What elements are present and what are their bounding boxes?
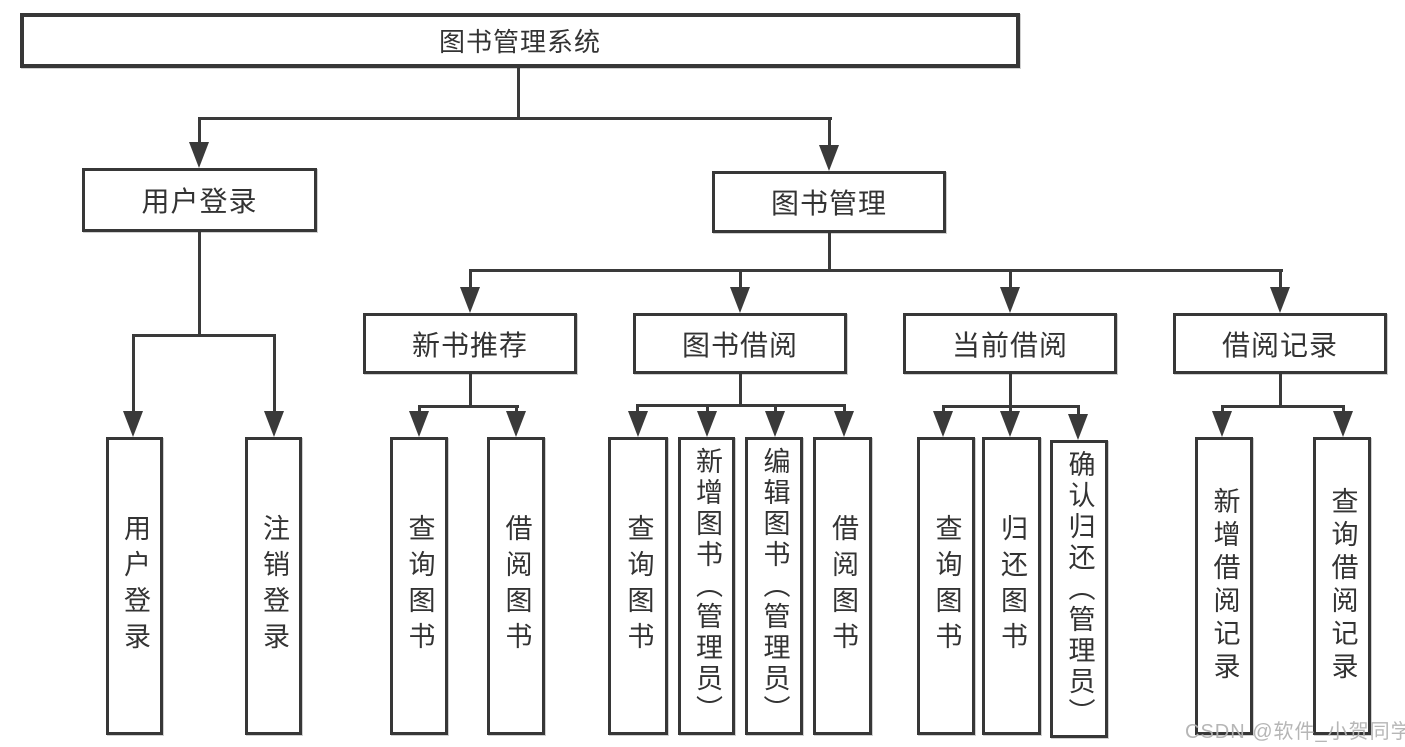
leaf-label: 新增借阅记录 — [1209, 487, 1240, 685]
leaf-label: 查询图书 — [623, 514, 654, 658]
arrowhead-down-icon — [1270, 287, 1290, 313]
node-user-login: 用户登录 — [82, 168, 317, 232]
connector-line — [197, 120, 201, 148]
leaf-label: 注销登录 — [259, 514, 289, 658]
leaf-borrow-books-recommend: 借阅图书 — [487, 437, 545, 735]
arrowhead-down-icon — [1212, 411, 1232, 437]
leaf-label: 借阅图书 — [501, 514, 532, 658]
connector-line — [827, 120, 831, 150]
leaf-borrow-books: 借阅图书 — [813, 437, 872, 735]
arrowhead-down-icon — [460, 287, 480, 313]
node-book-management: 图书管理 — [712, 171, 946, 233]
leaf-label: 用户登录 — [120, 514, 150, 658]
connector-line — [941, 405, 1080, 408]
node-current-borrowing: 当前借阅 — [903, 313, 1117, 374]
arrowhead-down-icon — [819, 145, 839, 171]
arrowhead-down-icon — [1068, 414, 1088, 440]
leaf-label: 新增图书（管理员） — [692, 446, 722, 726]
connector-line — [468, 272, 472, 290]
node-book-borrowing: 图书借阅 — [633, 313, 847, 374]
arrowhead-down-icon — [409, 411, 429, 437]
arrowhead-down-icon — [1000, 411, 1020, 437]
node-borrowing-records: 借阅记录 — [1173, 313, 1387, 374]
connector-line — [1278, 374, 1282, 407]
arrowhead-down-icon — [933, 411, 953, 437]
connector-line — [197, 232, 201, 337]
leaf-confirm-return-admin: 确认归还（管理员） — [1050, 440, 1108, 738]
arrowhead-down-icon — [189, 142, 209, 168]
arrowhead-down-icon — [506, 411, 526, 437]
leaf-return-books: 归还图书 — [982, 437, 1041, 735]
connector-line — [1008, 374, 1012, 407]
connector-line — [1278, 272, 1282, 290]
leaf-label: 归还图书 — [997, 514, 1027, 658]
connector-line — [738, 272, 742, 290]
arrowhead-down-icon — [1333, 411, 1353, 437]
connector-line — [1008, 272, 1012, 290]
leaf-edit-books-admin: 编辑图书（管理员） — [745, 437, 803, 735]
arrowhead-down-icon — [123, 411, 143, 437]
leaf-query-books-recommend: 查询图书 — [390, 437, 448, 735]
leaf-query-books-current: 查询图书 — [917, 437, 975, 735]
connector-line — [636, 404, 846, 407]
csdn-watermark: CSDN @软件_小贺同学 — [1185, 721, 1405, 743]
leaf-label: 确认归还（管理员） — [1064, 449, 1095, 729]
leaf-label: 编辑图书（管理员） — [759, 446, 790, 726]
leaf-query-borrow-record: 查询借阅记录 — [1313, 437, 1371, 735]
leaf-add-borrow-record: 新增借阅记录 — [1195, 437, 1253, 735]
connector-line — [197, 117, 832, 120]
node-new-book-recommendation: 新书推荐 — [363, 313, 577, 374]
leaf-label: 借阅图书 — [828, 514, 858, 658]
connector-line — [738, 374, 742, 406]
connector-line — [417, 405, 519, 408]
leaf-label: 查询借阅记录 — [1327, 487, 1358, 685]
connector-line — [1076, 408, 1080, 416]
arrowhead-down-icon — [765, 411, 785, 437]
connector-line — [272, 337, 276, 415]
node-library-management-system: 图书管理系统 — [20, 13, 1020, 68]
leaf-label: 查询图书 — [404, 514, 435, 658]
arrowhead-down-icon — [627, 411, 648, 437]
arrowhead-down-icon — [264, 411, 284, 437]
connector-line — [131, 337, 135, 415]
connector-line — [827, 233, 831, 272]
arrowhead-down-icon — [697, 411, 717, 437]
connector-line — [1220, 405, 1345, 408]
arrowhead-down-icon — [730, 287, 750, 313]
connector-line — [131, 334, 276, 337]
leaf-add-books-admin: 新增图书（管理员） — [678, 437, 735, 735]
leaf-user-login: 用户登录 — [106, 437, 163, 735]
leaf-logout: 注销登录 — [245, 437, 302, 735]
connector-line — [468, 269, 1283, 272]
leaf-query-books-borrowing: 查询图书 — [608, 437, 668, 735]
connector-line — [468, 374, 472, 407]
arrowhead-down-icon — [834, 411, 854, 437]
connector-line — [516, 68, 520, 118]
arrowhead-down-icon — [1000, 287, 1020, 313]
leaf-label: 查询图书 — [931, 514, 962, 658]
